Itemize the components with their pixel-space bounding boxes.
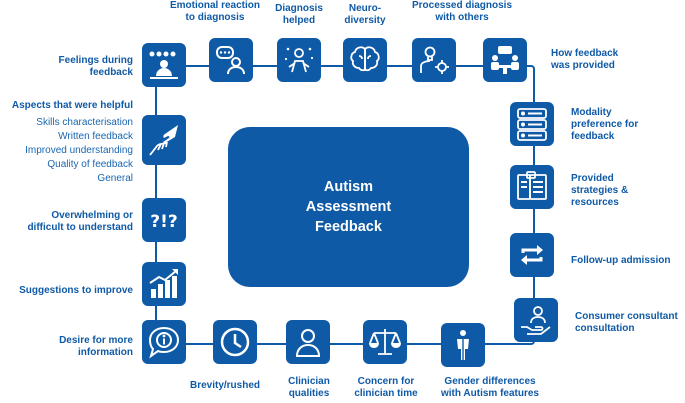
aspect-item: Improved understanding <box>25 145 133 156</box>
label-overwhelming: Overwhelming or difficult to understand <box>27 210 133 233</box>
label-how-feedback-provided: How feedback was provided <box>551 48 619 71</box>
label-concern-clinician-time: Concern for clinician time <box>354 376 418 399</box>
gender-icon <box>441 323 485 367</box>
strategies-icon <box>510 165 554 209</box>
info-icon <box>142 320 186 364</box>
question-marks-icon: ?!? <box>142 198 186 242</box>
label-feelings: Feelings during feedback <box>58 55 133 78</box>
follow-up-icon <box>510 233 554 277</box>
label-desire-more-info: Desire for more information <box>59 335 133 358</box>
label-gender-differences: Gender differences with Autism features <box>441 376 539 399</box>
growth-chart-icon <box>142 262 186 306</box>
label-follow-up: Follow-up admission <box>571 255 671 266</box>
label-emotional-reaction: Emotional reaction to diagnosis <box>169 0 260 23</box>
label-provided-strategies: Provided strategies & resources <box>571 173 629 208</box>
center-box: Autism Assessment Feedback <box>228 127 469 287</box>
meeting-icon <box>483 38 527 82</box>
svg-text:?!?: ?!? <box>150 212 177 232</box>
emotional-reaction-icon <box>209 38 253 82</box>
label-clinician-qualities: Clinician qualities <box>288 376 330 399</box>
consultant-icon <box>514 298 558 342</box>
clinician-icon <box>286 320 330 364</box>
helping-hands-icon <box>142 115 186 165</box>
label-neurodiversity: Neuro- diversity <box>344 3 386 26</box>
label-aspects-helpful: Aspects that were helpful <box>11 100 133 111</box>
label-modality-preference: Modality preference for feedback <box>571 107 639 142</box>
aspects-helpful-list: Skills characterisation Written feedback… <box>25 116 133 186</box>
diagnosis-helped-icon <box>277 38 321 82</box>
label-consumer-consultant: Consumer consultant consultation <box>575 311 678 334</box>
label-diagnosis-helped: Diagnosis helped <box>275 3 323 26</box>
label-processed-diagnosis: Processed diagnosis with others <box>411 0 513 23</box>
aspect-item: General <box>97 173 133 184</box>
modality-icon <box>510 102 554 146</box>
aspect-item: Quality of feedback <box>47 159 133 170</box>
aspect-item: Skills characterisation <box>36 117 133 128</box>
clock-icon <box>213 320 257 364</box>
label-suggestions: Suggestions to improve <box>19 285 133 296</box>
center-title: Autism Assessment Feedback <box>305 179 392 235</box>
brain-icon <box>343 38 387 82</box>
processed-diagnosis-icon <box>412 38 456 82</box>
scales-icon <box>363 320 407 364</box>
feelings-icon <box>142 43 186 87</box>
aspect-item: Written feedback <box>58 131 133 142</box>
label-brevity: Brevity/rushed <box>189 380 261 391</box>
